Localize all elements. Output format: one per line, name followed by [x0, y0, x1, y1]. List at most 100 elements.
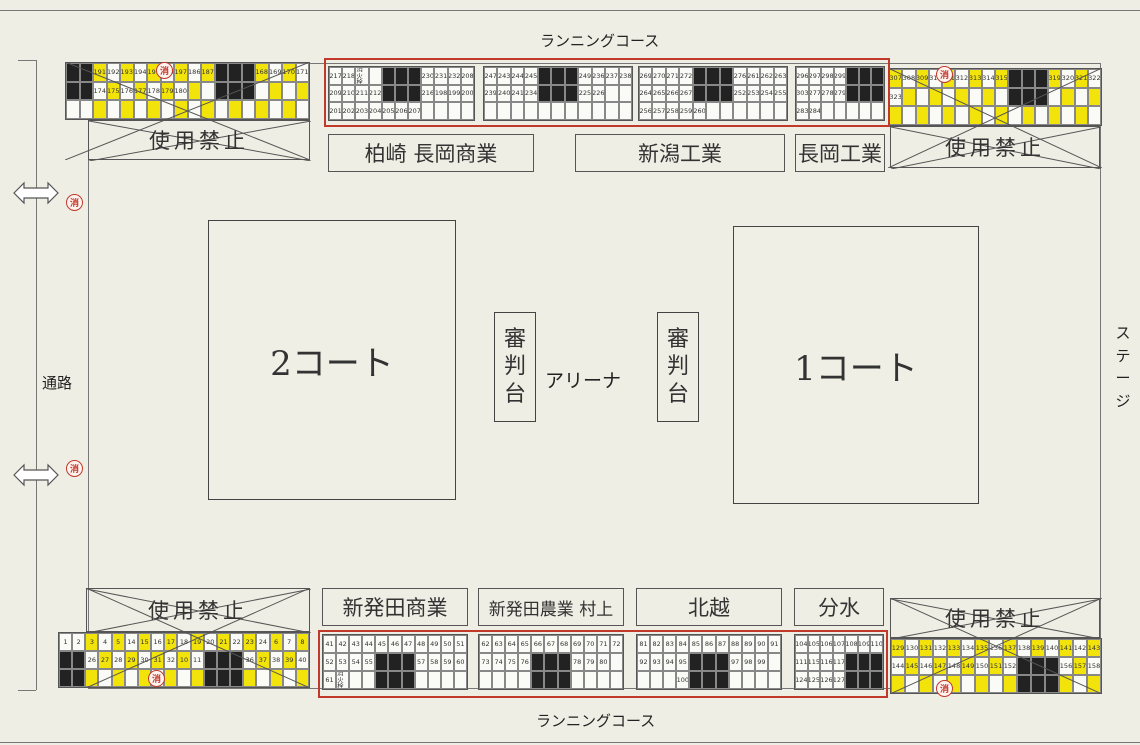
fire-extinguisher-icon: 消 — [156, 62, 173, 79]
seat-cell: 消火栓 — [355, 67, 369, 85]
seat-cell: 89 — [741, 635, 755, 653]
seat-cell: 22 — [230, 633, 244, 651]
seat-cell — [1061, 87, 1075, 107]
seat-cell: 258 — [665, 102, 680, 120]
seat-cell: 175 — [106, 81, 120, 101]
seat-cell: 53 — [336, 653, 350, 671]
seat-cell: 115 — [807, 653, 821, 671]
seat-cell: 16 — [151, 633, 165, 651]
seat-cell — [1021, 69, 1035, 88]
seat-cell — [79, 81, 93, 101]
prohibited-area-top-left: 使用禁止 — [88, 120, 311, 161]
seat-cell — [870, 671, 883, 689]
seat-cell — [596, 671, 610, 689]
seat-cell: 61 — [323, 671, 337, 689]
seat-cell — [981, 106, 995, 125]
seat-cell: 27 — [98, 651, 112, 669]
seat-cell: 314 — [981, 69, 995, 88]
seat-cell: 消火栓 — [336, 671, 350, 689]
seat-cell: 81 — [637, 635, 651, 653]
seat-cell: 41 — [323, 635, 337, 653]
seat-cell: 55 — [362, 653, 376, 671]
seat-cell: 236 — [591, 67, 606, 85]
seat-cell: 298 — [821, 67, 834, 85]
seat-cell — [228, 100, 242, 119]
seat-cell: 67 — [544, 635, 558, 653]
seat-cell: 148 — [947, 657, 961, 675]
seat-cell: 198 — [434, 84, 448, 103]
seat-cell — [846, 84, 859, 103]
seat-cell: 144 — [891, 657, 905, 675]
seat-cell: 186 — [187, 63, 201, 82]
seat-cell: 108 — [845, 635, 858, 653]
seat-cell: 211 — [355, 84, 369, 103]
top-border-line — [0, 10, 1140, 11]
seat-cell: 42 — [336, 635, 350, 653]
seat-cell — [706, 67, 720, 85]
seat-cell — [255, 81, 269, 101]
seat-cell — [702, 653, 716, 671]
seat-cell: 218 — [342, 67, 356, 85]
seat-cell: 276 — [733, 67, 747, 85]
seat-cell: 31 — [151, 651, 165, 669]
seat-cell: 6 — [269, 633, 283, 651]
seat-cell — [583, 671, 597, 689]
seat-grid-top-left: 1911921931941951961971861871681691701711… — [65, 62, 310, 120]
seat-cell: 60 — [453, 653, 467, 671]
seat-cell — [719, 67, 734, 85]
seat-cell — [531, 671, 545, 689]
seat-cell: 1 — [59, 633, 73, 651]
judge-char: 判 — [503, 354, 526, 380]
seat-cell — [715, 653, 729, 671]
seat-cell: 51 — [453, 635, 467, 653]
fire-extinguisher-icon: 消 — [66, 460, 83, 477]
seat-cell — [915, 106, 929, 125]
seat-cell: 253 — [746, 84, 761, 103]
seat-cell — [66, 63, 80, 82]
seat-cell — [995, 106, 1009, 125]
seat-cell — [268, 81, 282, 101]
seat-cell: 32 — [164, 651, 178, 669]
seat-cell: 65 — [518, 635, 532, 653]
seat-cell: 58 — [427, 653, 441, 671]
seat-cell: 92 — [637, 653, 651, 671]
seat-cell: 202 — [342, 102, 356, 120]
seat-cell — [760, 102, 774, 120]
seat-cell — [564, 102, 579, 120]
seat-cell — [133, 100, 147, 119]
seat-cell — [719, 102, 734, 120]
seat-cell: 99 — [754, 653, 768, 671]
school-label-shibata-nogyo-murakami: 新発田農業 村上 — [478, 588, 624, 626]
seat-cell — [968, 87, 982, 107]
seat-cell — [1061, 106, 1075, 125]
seat-cell — [381, 67, 395, 85]
seat-cell — [174, 100, 188, 119]
seat-cell: 209 — [329, 84, 343, 103]
seat-cell: 68 — [557, 635, 571, 653]
seat-cell — [846, 102, 859, 120]
seat-cell: 320 — [1061, 69, 1075, 88]
seat-cell: 87 — [715, 635, 729, 653]
seat-cell: 49 — [427, 635, 441, 653]
seat-cell: 266 — [665, 84, 680, 103]
arena-right-edge — [1100, 63, 1101, 688]
seat-cell — [767, 671, 781, 689]
seat-cell — [767, 653, 781, 671]
fire-extinguisher-icon: 消 — [936, 680, 953, 697]
seat-cell: 322 — [1087, 69, 1101, 88]
seat-cell — [505, 671, 519, 689]
seat-cell: 168 — [255, 63, 269, 82]
seat-cell — [510, 102, 525, 120]
seat-cell: 24 — [256, 633, 270, 651]
seat-cell: 193 — [120, 63, 134, 82]
court-2: 2コート — [208, 220, 456, 500]
seat-cell — [408, 84, 422, 103]
seat-cell: 156 — [1059, 657, 1073, 675]
seat-cell — [531, 653, 545, 671]
seat-cell: 145 — [905, 657, 919, 675]
seat-cell: 86 — [702, 635, 716, 653]
seat-cell — [870, 653, 883, 671]
seat-cell — [362, 671, 376, 689]
